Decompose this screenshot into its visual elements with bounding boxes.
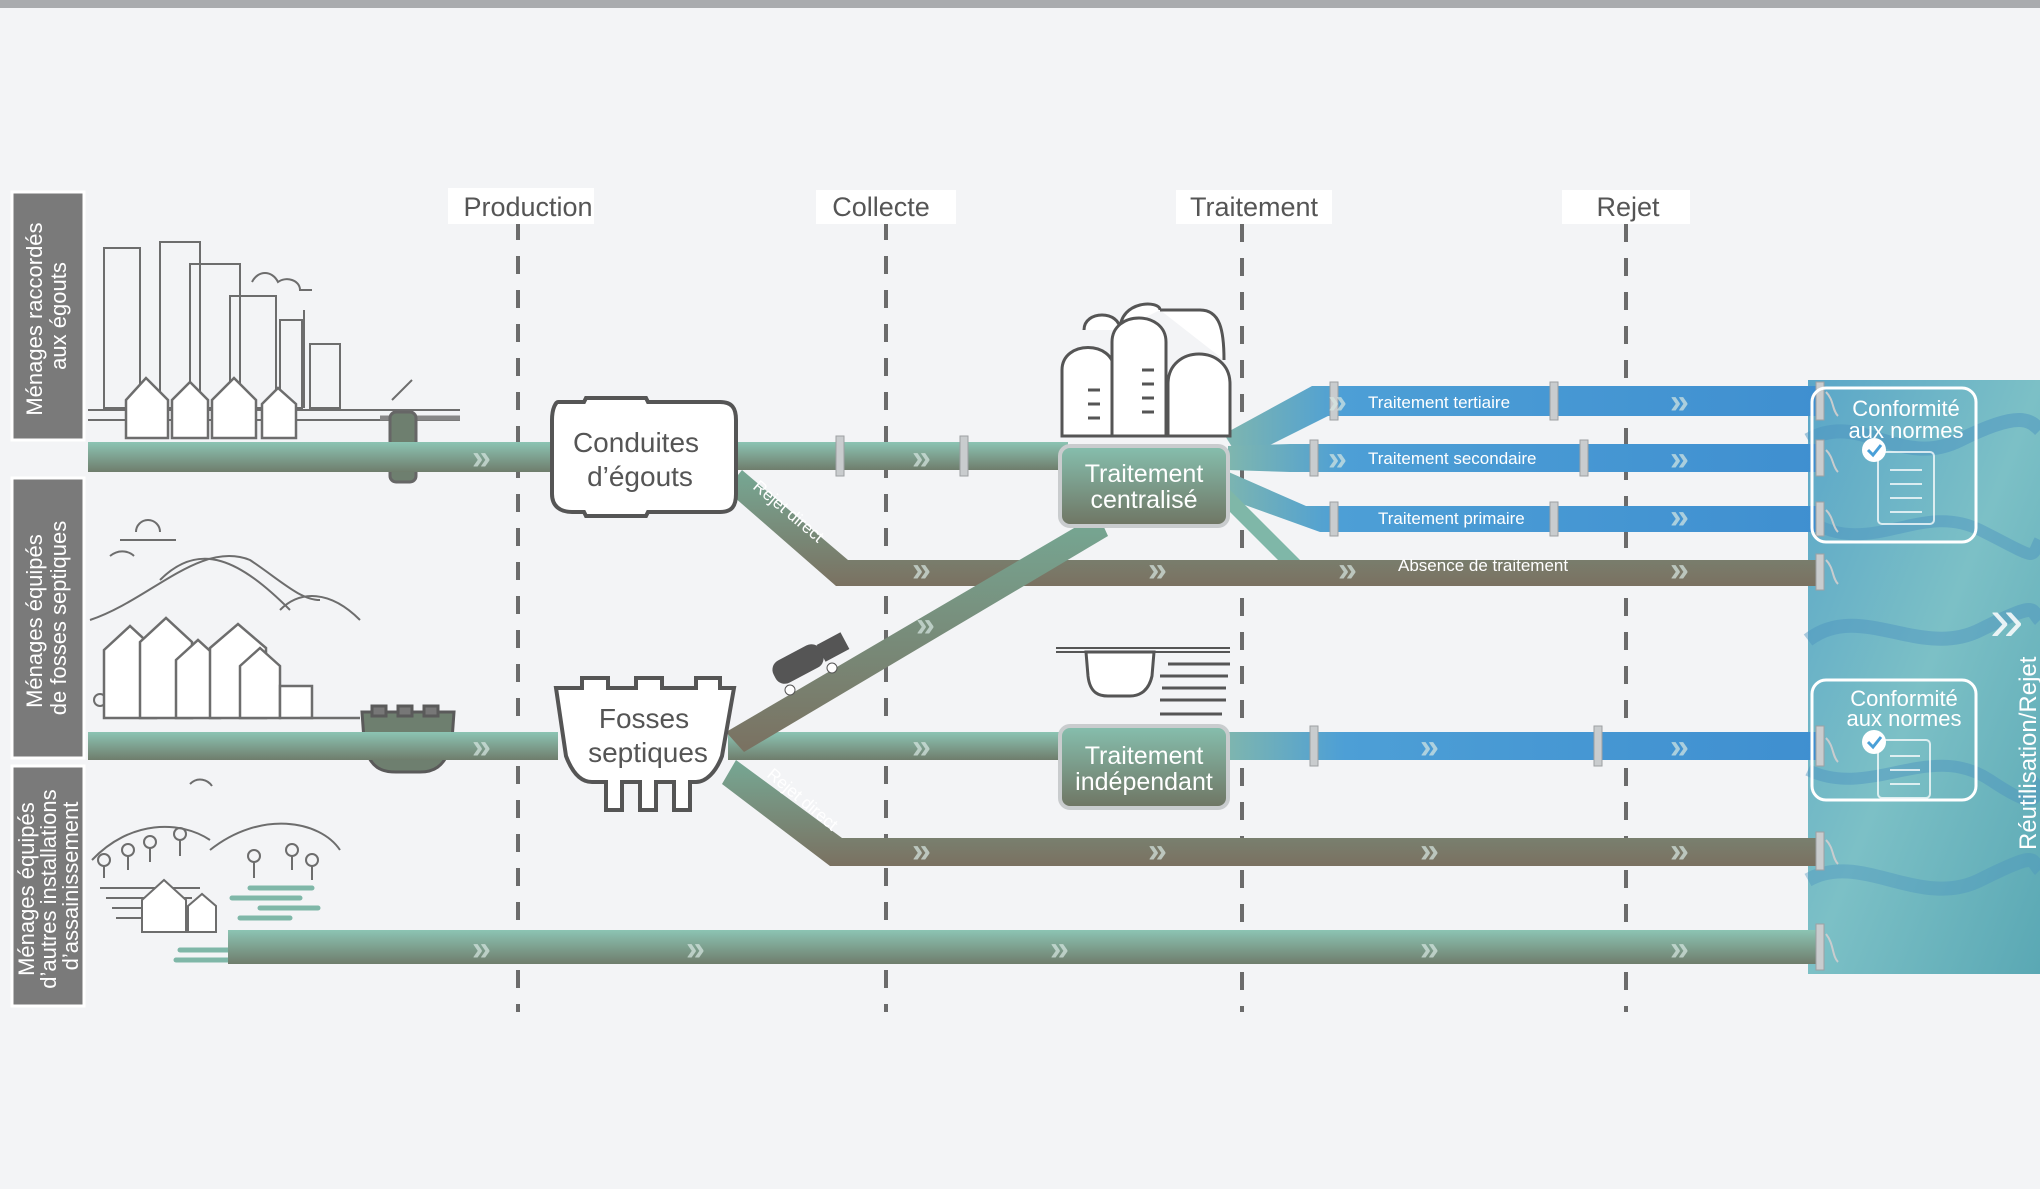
destination-label: Réutilisation/Rejet — [2015, 656, 2040, 850]
compliance-2-line1: Conformité — [1850, 686, 1958, 711]
checkmark-icon — [1862, 438, 1886, 462]
row-label-other-line2: d’autres installations — [36, 789, 61, 988]
svg-text:»: » — [912, 551, 931, 589]
pipe-label-secondary: Traitement secondaire — [1368, 449, 1537, 468]
city-houses — [124, 376, 298, 440]
compliance-box-2: Conformité aux normes — [1810, 678, 1978, 802]
svg-text:»: » — [1670, 728, 1689, 766]
row-label-sewer-line1: Ménages raccordés — [22, 222, 47, 415]
receiving-water: » Réutilisation/Rejet — [1803, 380, 2040, 974]
independent-node-line1: Traitement — [1085, 742, 1204, 770]
svg-text:Ménages équipés d’autres: Ménages équipés d’autres installations d… — [14, 783, 83, 988]
svg-text:Ménages raccordés aux ég: Ménages raccordés aux égouts — [22, 216, 71, 415]
sewer-node-line1: Conduites — [573, 427, 699, 458]
svg-text:»: » — [472, 439, 491, 477]
outfall-marks — [1825, 391, 1839, 963]
svg-text:»: » — [1328, 383, 1347, 421]
svg-text:»: » — [1670, 551, 1689, 589]
stage-dividers — [516, 190, 1628, 1012]
row-label-other: Ménages équipés d’autres installations d… — [10, 764, 86, 1008]
svg-text:»: » — [1050, 930, 1069, 968]
svg-text:»: » — [1420, 728, 1439, 766]
stage-label-production: Production — [463, 192, 592, 222]
checklist-icon — [1877, 739, 1931, 799]
compliance-1-line1: Conformité — [1852, 396, 1960, 421]
septic-node-line1: Fosses — [599, 703, 689, 734]
central-node-line2: centralisé — [1091, 486, 1198, 514]
checkmark-icon — [1862, 730, 1886, 754]
septic-houses — [102, 616, 360, 720]
pipe-label-tertiary: Traitement tertiaire — [1368, 393, 1510, 412]
flow-chevrons: » » » » » » » » » » » » » » » » » » » » … — [472, 383, 1689, 968]
svg-text:»: » — [1338, 551, 1357, 589]
sewer-node-line2: d’égouts — [587, 461, 693, 492]
septic-village-illustration — [89, 519, 361, 707]
stage-label-traitement: Traitement — [1190, 192, 1319, 222]
row-label-sewer: Ménages raccordés aux égouts — [10, 190, 86, 442]
svg-text:»: » — [1420, 832, 1439, 870]
checklist-icon — [1877, 451, 1935, 525]
svg-text:»: » — [472, 930, 491, 968]
stage-labels: Production Collecte Traitement Rejet — [448, 188, 1690, 224]
pipe-couplings — [835, 381, 1825, 971]
svg-text:»: » — [1148, 551, 1167, 589]
septic-tanks-node: Fosses septiques — [553, 676, 737, 812]
row-label-septic-line1: Ménages équipés — [22, 534, 47, 708]
top-border — [0, 0, 2040, 8]
independent-treatment-icon — [1056, 647, 1230, 716]
svg-text:»: » — [686, 930, 705, 968]
svg-text:»: » — [1420, 930, 1439, 968]
svg-text:»: » — [472, 728, 491, 766]
svg-text:»: » — [912, 832, 931, 870]
svg-text:»: » — [912, 439, 931, 477]
svg-text:Ménages équipés de fosse: Ménages équipés de fosses septiques — [22, 521, 71, 715]
septic-truck-icon — [772, 632, 850, 696]
svg-text:»: » — [1670, 832, 1689, 870]
independent-treatment-node: Traitement indépendant — [1058, 724, 1230, 810]
svg-text:»: » — [916, 606, 935, 644]
pipe-label-primary: Traitement primaire — [1378, 509, 1525, 528]
row-label-septic: Ménages équipés de fosses septiques — [10, 476, 86, 760]
central-treatment-node: Traitement centralisé — [1058, 444, 1230, 528]
svg-text:»: » — [1670, 383, 1689, 421]
wetland-marks — [173, 885, 321, 963]
flow-chevron-icon: » — [1990, 586, 2023, 653]
row-label-other-line3: d’assainissement — [58, 802, 83, 971]
svg-text:»: » — [1670, 498, 1689, 536]
svg-text:»: » — [1328, 440, 1347, 478]
independent-node-line2: indépendant — [1075, 768, 1213, 796]
compliance-box-1: Conformité aux normes — [1810, 386, 1978, 544]
sewer-pipes-node: Conduites d’égouts — [550, 396, 738, 518]
pipe-label-none: Absence de traitement — [1398, 556, 1568, 575]
pipes — [88, 386, 1818, 964]
svg-text:»: » — [1670, 440, 1689, 478]
central-node-line1: Traitement — [1085, 460, 1204, 488]
septic-node-line2: septiques — [588, 737, 708, 768]
svg-text:»: » — [1148, 832, 1167, 870]
stage-label-collecte: Collecte — [832, 192, 930, 222]
treatment-plant-tanks-icon — [1060, 302, 1232, 438]
rural-illustration — [91, 778, 341, 933]
compliance-2-line2: aux normes — [1847, 706, 1962, 731]
svg-text:»: » — [1670, 930, 1689, 968]
svg-text:»: » — [912, 728, 931, 766]
row-label-sewer-line2: aux égouts — [46, 262, 71, 370]
row-label-septic-line2: de fosses septiques — [46, 521, 71, 715]
compliance-1-line2: aux normes — [1849, 418, 1964, 443]
row-label-other-line1: Ménages équipés — [14, 802, 39, 976]
stage-label-rejet: Rejet — [1596, 192, 1660, 222]
